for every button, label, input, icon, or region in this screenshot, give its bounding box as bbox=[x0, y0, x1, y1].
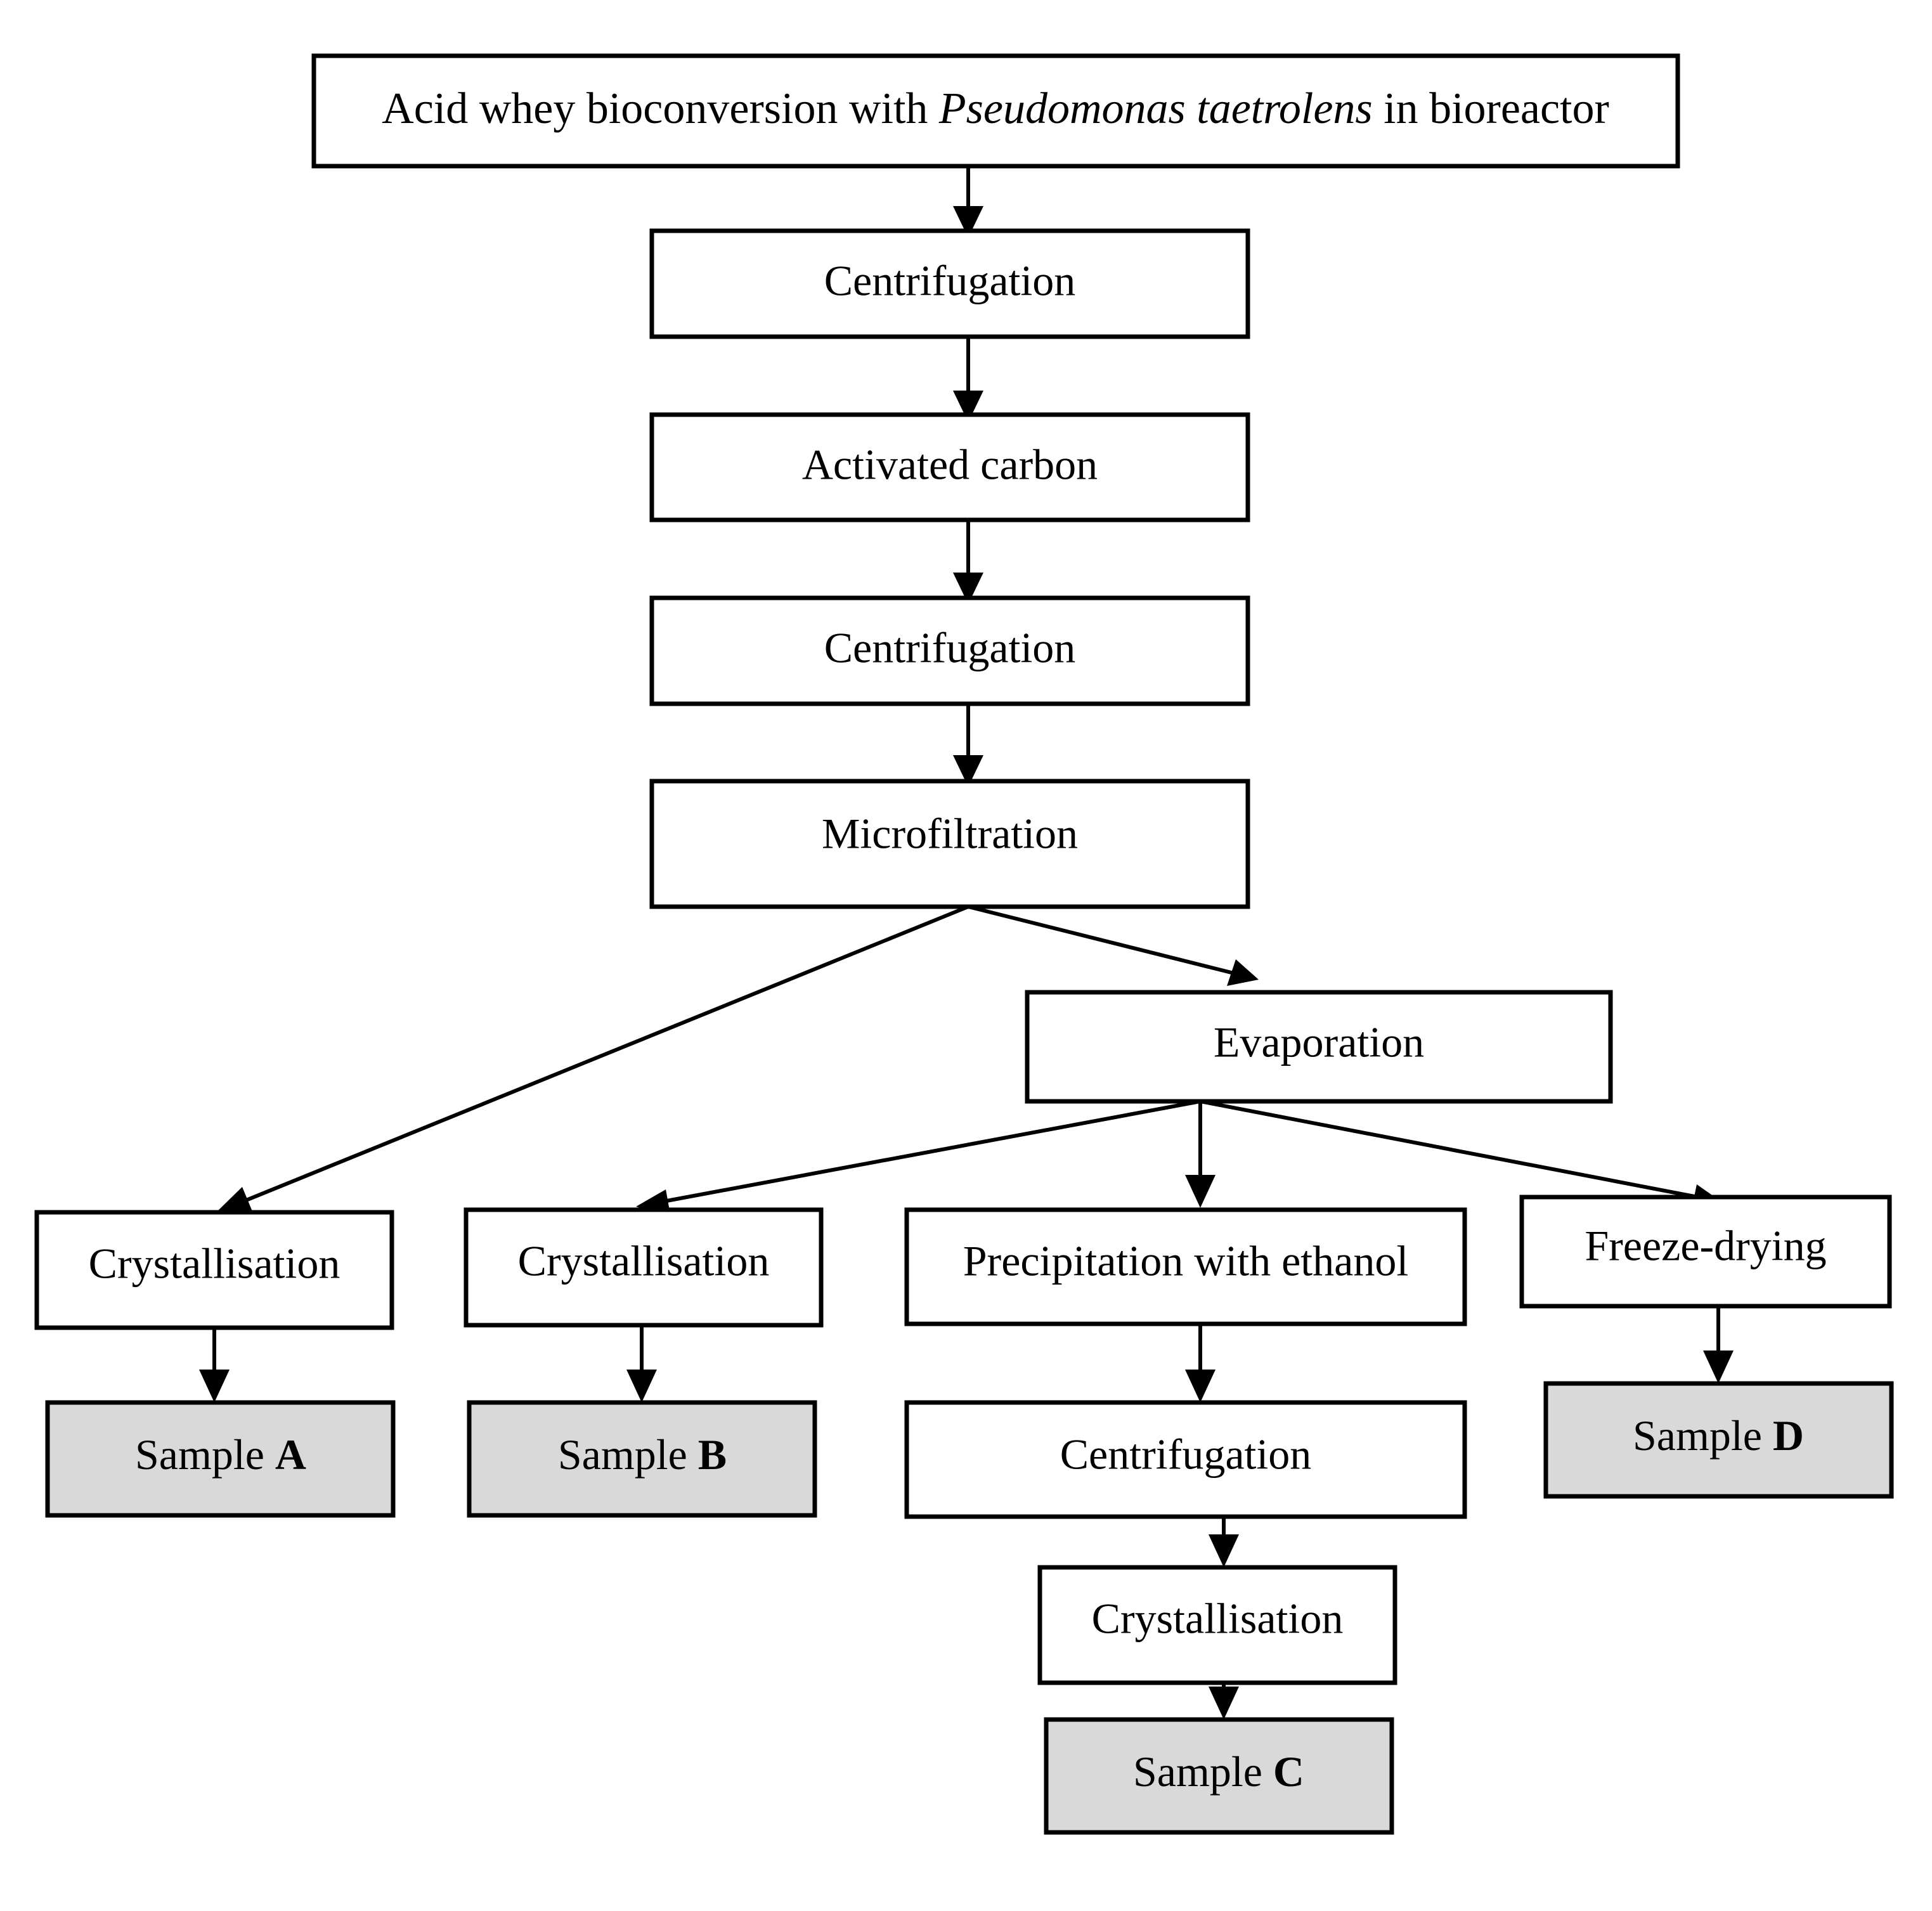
sample-word: Sample bbox=[1133, 1747, 1273, 1796]
node-acid-whey-bioconversion[interactable]: Acid whey bioconversion with Pseudomonas… bbox=[311, 53, 1680, 169]
node-label: Centrifugation bbox=[824, 624, 1076, 672]
node-label: Activated carbon bbox=[802, 441, 1098, 489]
node-box[interactable] bbox=[649, 779, 1250, 909]
node-label: Acid whey bioconversion with Pseudomonas… bbox=[382, 84, 1609, 133]
node-label: Centrifugation bbox=[824, 257, 1076, 305]
node-label: Evaporation bbox=[1214, 1018, 1424, 1066]
node-box[interactable] bbox=[1044, 1717, 1394, 1835]
node-box[interactable] bbox=[311, 53, 1680, 169]
edge-n7-n11 bbox=[199, 1328, 230, 1402]
node-box[interactable] bbox=[1519, 1195, 1892, 1309]
node-centrifugation-3[interactable]: Centrifugation bbox=[904, 1400, 1467, 1519]
node-activated-carbon[interactable]: Activated carbon bbox=[649, 412, 1250, 522]
node-sample-d[interactable]: Sample D bbox=[1543, 1381, 1894, 1499]
edge-n6-n9 bbox=[1185, 1101, 1216, 1208]
node-box[interactable] bbox=[904, 1207, 1467, 1326]
node-evaporation[interactable]: Evaporation bbox=[1025, 990, 1613, 1104]
node-label: Centrifugation bbox=[1060, 1430, 1312, 1479]
node-centrifugation-2[interactable]: Centrifugation bbox=[649, 595, 1250, 706]
node-label: Sample D bbox=[1633, 1411, 1804, 1460]
node-box[interactable] bbox=[1025, 990, 1613, 1104]
sample-word: Sample bbox=[1633, 1411, 1773, 1460]
node-centrifugation-1[interactable]: Centrifugation bbox=[649, 228, 1250, 339]
node-box[interactable] bbox=[45, 1400, 396, 1518]
node-box[interactable] bbox=[649, 595, 1250, 706]
node-sample-a[interactable]: Sample A bbox=[45, 1400, 396, 1518]
node-label: Sample A bbox=[135, 1430, 306, 1479]
edge-n1-n2 bbox=[953, 166, 983, 238]
sample-letter: C bbox=[1273, 1747, 1304, 1796]
node-box[interactable] bbox=[467, 1400, 817, 1518]
node-sample-b[interactable]: Sample B bbox=[467, 1400, 817, 1518]
edge-n8-n12 bbox=[626, 1325, 657, 1402]
title-species: Pseudomonas taetrolens bbox=[938, 84, 1373, 133]
node-crystallisation-a[interactable]: Crystallisation bbox=[34, 1210, 394, 1330]
sample-letter: A bbox=[275, 1430, 306, 1479]
sample-letter: D bbox=[1773, 1411, 1804, 1460]
sample-letter: B bbox=[698, 1430, 727, 1479]
node-microfiltration[interactable]: Microfiltration bbox=[649, 779, 1250, 909]
node-box[interactable] bbox=[649, 228, 1250, 339]
node-label: Crystallisation bbox=[518, 1237, 770, 1285]
title-suffix: in bioreactor bbox=[1373, 84, 1609, 133]
edge-n6-n8 bbox=[636, 1099, 1201, 1217]
node-label: Microfiltration bbox=[822, 810, 1078, 858]
node-sample-c[interactable]: Sample C bbox=[1044, 1717, 1394, 1835]
node-freeze-drying[interactable]: Freeze-drying bbox=[1519, 1195, 1892, 1309]
node-box[interactable] bbox=[1037, 1565, 1397, 1685]
node-label: Sample C bbox=[1133, 1747, 1304, 1796]
node-crystallisation-b[interactable]: Crystallisation bbox=[464, 1207, 824, 1328]
node-box[interactable] bbox=[1543, 1381, 1894, 1499]
edge-n5-n7 bbox=[216, 905, 969, 1213]
edge-n10-n14 bbox=[1703, 1306, 1734, 1383]
node-box[interactable] bbox=[904, 1400, 1467, 1519]
sample-word: Sample bbox=[135, 1430, 275, 1479]
node-box[interactable] bbox=[464, 1207, 824, 1328]
node-precipitation-with-ethanol[interactable]: Precipitation with ethanol bbox=[904, 1207, 1467, 1326]
title-prefix: Acid whey bioconversion with bbox=[382, 84, 939, 133]
node-label: Sample B bbox=[558, 1430, 727, 1479]
edge-n5-n6 bbox=[968, 905, 1259, 986]
node-box[interactable] bbox=[34, 1210, 394, 1330]
node-label: Crystallisation bbox=[1092, 1595, 1344, 1643]
node-label: Freeze-drying bbox=[1585, 1222, 1826, 1270]
edge-n3-n4 bbox=[953, 520, 983, 604]
node-box[interactable] bbox=[649, 412, 1250, 522]
edge-n9-n13 bbox=[1185, 1324, 1216, 1402]
sample-word: Sample bbox=[558, 1430, 698, 1479]
node-label: Crystallisation bbox=[89, 1240, 340, 1288]
edge-n4-n5 bbox=[953, 704, 983, 787]
edge-layer bbox=[199, 166, 1734, 1720]
edge-n13-n15 bbox=[1209, 1517, 1239, 1567]
node-crystallisation-c[interactable]: Crystallisation bbox=[1037, 1565, 1397, 1685]
node-label: Precipitation with ethanol bbox=[963, 1237, 1409, 1285]
edge-n2-n3 bbox=[953, 337, 983, 422]
